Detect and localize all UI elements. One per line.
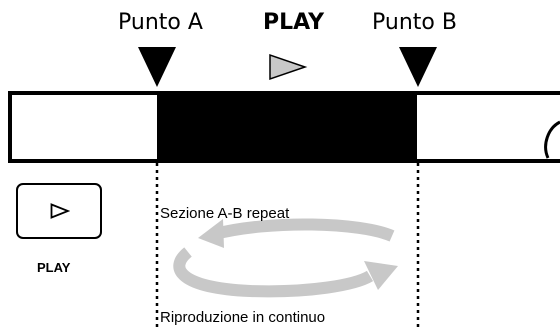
- play-label: PLAY: [263, 10, 324, 35]
- ab-section-label: Sezione A-B repeat: [160, 205, 290, 222]
- play-button-label: PLAY: [37, 260, 71, 275]
- play-outline-icon: [50, 203, 70, 219]
- continuous-playback-label: Riproduzione in continuo: [160, 309, 326, 326]
- ab-section-fill: [157, 93, 417, 161]
- point-a-label: Punto A: [118, 10, 203, 35]
- play-arrow-icon: [269, 53, 308, 81]
- point-a-marker: [138, 47, 176, 87]
- track-end-curve: [544, 120, 560, 159]
- play-button[interactable]: [16, 183, 102, 239]
- point-b-marker: [399, 47, 437, 87]
- repeat-loop-icon: [173, 218, 398, 298]
- point-b-label: Punto B: [372, 10, 457, 35]
